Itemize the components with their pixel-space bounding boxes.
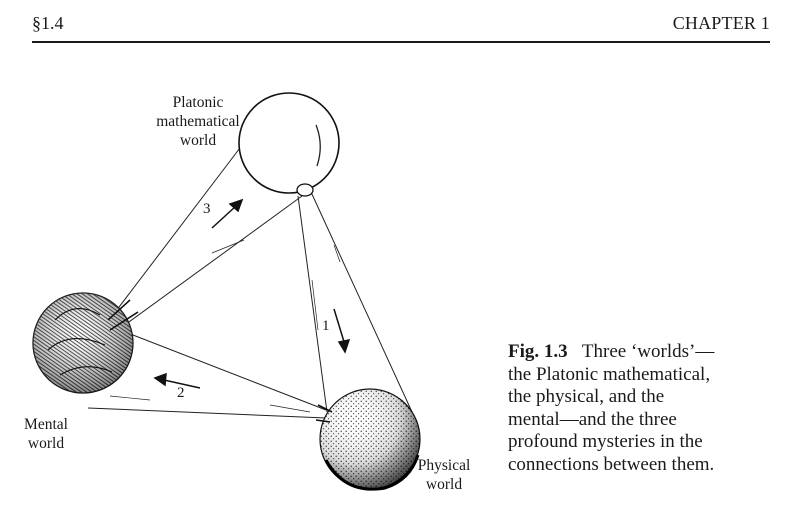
caption-line: connections between them. (508, 453, 715, 475)
caption-line: the physical, and the (508, 386, 665, 407)
platonic-label-line: mathematical (156, 113, 240, 130)
caption-line: profound mysteries in the (508, 431, 703, 452)
mystery-number-2: 2 (177, 385, 185, 401)
running-head: §1.4 CHAPTER 1 (32, 6, 770, 33)
arrow-mystery-3 (211, 198, 244, 229)
physical-world-label: Physical world (403, 456, 485, 494)
mental-label-line: Mental (24, 416, 68, 433)
caption-text: Three ‘worlds’— (581, 341, 715, 362)
platonic-world-sphere (238, 92, 340, 197)
caption-line: the Platonic mathematical, (508, 363, 711, 385)
platonic-label-line: Platonic (172, 94, 224, 111)
mental-label-line: world (27, 435, 65, 452)
mental-world-sphere (32, 292, 139, 394)
header-rule (32, 41, 770, 43)
cone-platonic-to-physical (297, 191, 419, 426)
section-reference: §1.4 (32, 13, 64, 33)
figure-caption: Fig. 1.3 Three ‘worlds’— the Platonic ma… (508, 341, 798, 476)
mental-world-label: Mental world (10, 415, 82, 453)
chapter-reference: CHAPTER 1 (672, 13, 770, 33)
figure-label: Fig. 1.3 (508, 341, 568, 362)
physical-label-line: Physical (417, 457, 471, 474)
physical-label-line: world (425, 476, 463, 493)
platonic-world-label: Platonic mathematical world (148, 93, 248, 150)
caption-line: mental—and the three (508, 408, 677, 430)
caption-line: Fig. 1.3 Three ‘worlds’— (508, 341, 798, 364)
arrow-mystery-2 (153, 372, 201, 389)
cone-physical-to-mental (87, 329, 327, 419)
mystery-number-1: 1 (322, 318, 330, 334)
platonic-label-line: world (179, 132, 217, 149)
cone-mental-to-platonic (93, 139, 303, 347)
physical-world-sphere (315, 388, 421, 491)
arrow-mystery-1 (333, 308, 351, 354)
mystery-number-3: 3 (203, 201, 211, 217)
